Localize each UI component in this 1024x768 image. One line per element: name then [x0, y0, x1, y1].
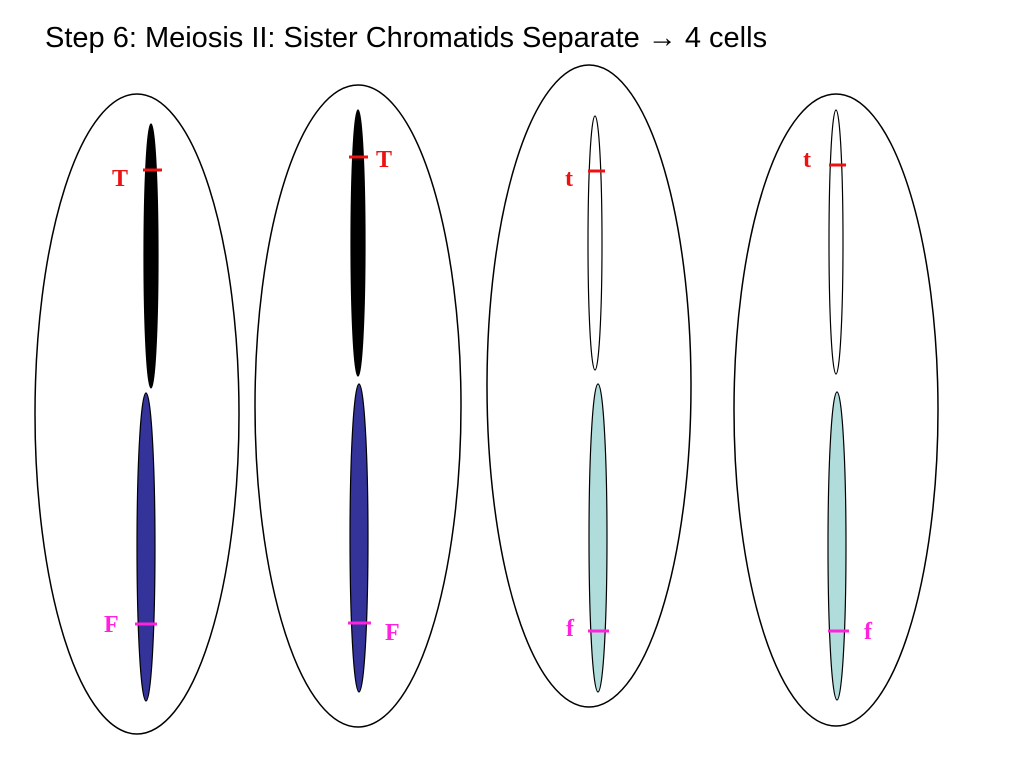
cell-4-outline: [733, 93, 939, 727]
cell-1-top-allele-label: T: [112, 166, 128, 192]
cell-4-top-chromatid: [828, 109, 844, 375]
cell-3-bottom-chromatid: [588, 383, 608, 693]
cell-2-bottom-allele-label: F: [385, 620, 400, 646]
cell-3-outline: [486, 64, 692, 708]
cell-1-outline: [34, 93, 240, 735]
cell-4-top-allele-label: t: [803, 147, 811, 173]
cell-2: T F: [254, 84, 462, 728]
cell-4-bottom-chromatid: [827, 391, 847, 701]
cell-3: t f: [486, 64, 692, 708]
cell-2-outline: [254, 84, 462, 728]
slide-title: Step 6: Meiosis II: Sister Chromatids Se…: [45, 22, 768, 54]
cell-2-bottom-chromatid: [349, 383, 369, 693]
cell-4-bottom-allele-label: f: [864, 619, 873, 645]
cell-1: T F: [34, 93, 240, 735]
cell-2-top-chromatid: [350, 109, 366, 377]
cell-1-bottom-chromatid: [136, 392, 156, 702]
cell-3-top-chromatid: [587, 115, 603, 371]
cell-3-bottom-allele-label: f: [566, 616, 575, 642]
cell-1-bottom-allele-label: F: [104, 612, 119, 638]
cell-2-top-allele-label: T: [376, 147, 392, 173]
cell-4: t f: [733, 93, 939, 727]
cell-1-top-chromatid: [143, 123, 159, 389]
cell-3-top-allele-label: t: [565, 166, 573, 192]
